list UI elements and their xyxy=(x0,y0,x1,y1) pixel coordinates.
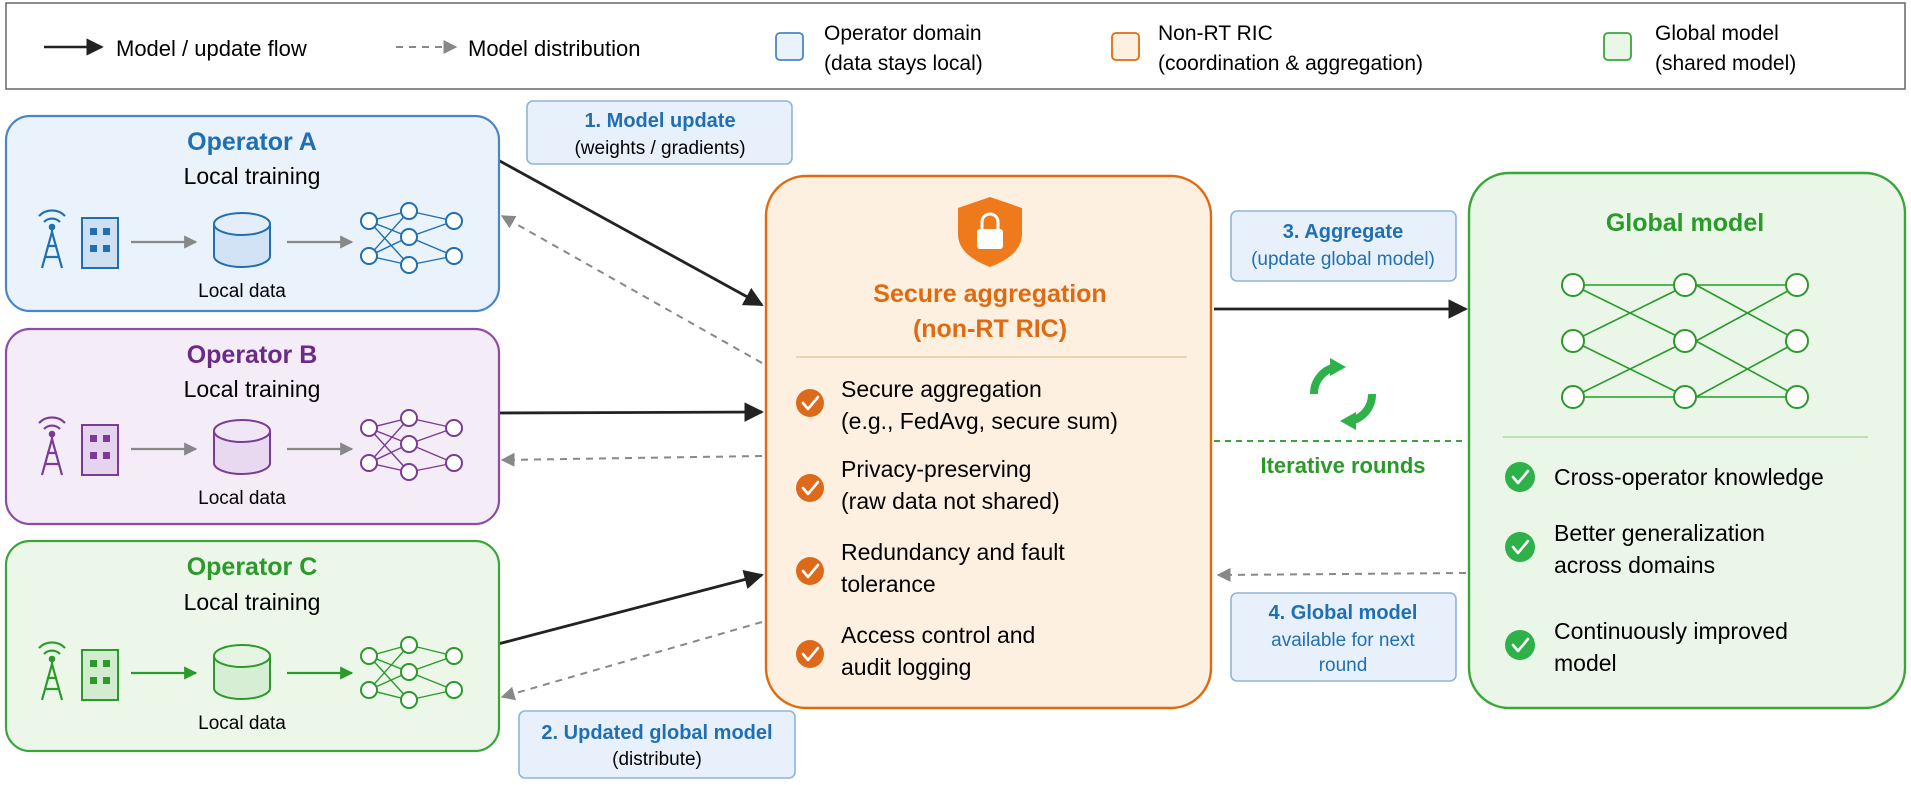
antenna-tower-icon xyxy=(38,209,66,269)
legend-ric-sub: (coordination & aggregation) xyxy=(1158,52,1423,75)
neural-network-icon xyxy=(360,202,463,274)
operator-b-subtitle: Local training xyxy=(184,376,321,402)
operator-a-box: Operator A Local training Local data xyxy=(4,114,501,313)
aggregator-item-line2: (e.g., FedAvg, secure sum) xyxy=(841,408,1118,434)
callout-global-available-title: 4. Global model xyxy=(1269,602,1418,624)
legend: Model / update flow Model distribution O… xyxy=(5,2,1906,90)
building-icon xyxy=(81,649,119,701)
flow-arrows xyxy=(497,158,1468,701)
aggregator-item: Redundancy and fault tolerance xyxy=(796,539,1065,597)
callout-global-available: 4. Global model available for next round xyxy=(1230,592,1457,682)
callout-global-available-line3: round xyxy=(1319,655,1368,676)
neural-network-icon xyxy=(360,409,463,481)
global-item-line2: model xyxy=(1554,650,1617,676)
arrow-a-to-ric xyxy=(497,158,764,307)
callout-updated-global-sub: (distribute) xyxy=(612,749,702,770)
legend-operator-sub: (data stays local) xyxy=(824,52,983,75)
database-icon xyxy=(213,644,271,700)
global-item-line1: Cross-operator knowledge xyxy=(1554,464,1824,490)
legend-operator-swatch xyxy=(775,32,804,61)
operator-a-title: Operator A xyxy=(187,128,317,156)
aggregator-item-line1: Privacy-preserving xyxy=(841,456,1031,482)
callout-model-update-title: 1. Model update xyxy=(584,110,735,132)
aggregator-item: Secure aggregation (e.g., FedAvg, secure… xyxy=(796,376,1118,434)
legend-frame xyxy=(5,2,1906,90)
building-icon xyxy=(81,424,119,476)
callout-updated-global: 2. Updated global model (distribute) xyxy=(518,710,796,779)
global-item: Continuously improved model xyxy=(1505,618,1788,676)
neural-network-icon xyxy=(360,636,463,709)
iterative-rounds-label: Iterative rounds xyxy=(1260,453,1425,478)
global-item: Cross-operator knowledge xyxy=(1505,462,1824,492)
arrow-c-to-ric xyxy=(497,569,764,646)
operator-b-box: Operator B Local training Local data xyxy=(4,327,501,526)
secure-aggregation-title: Secure aggregation xyxy=(873,280,1106,308)
operator-b-data-label: Local data xyxy=(198,488,286,509)
antenna-tower-icon xyxy=(38,416,66,476)
neural-network-icon xyxy=(1561,273,1809,409)
arrow-global-to-ric xyxy=(1216,567,1467,582)
operator-a-data-label: Local data xyxy=(198,281,286,302)
callout-aggregate-sub: (update global model) xyxy=(1251,249,1435,270)
callout-updated-global-title: 2. Updated global model xyxy=(541,722,772,744)
arrow-ric-to-c xyxy=(500,621,763,701)
secure-aggregation-box: Secure aggregation (non-RT RIC) Secure a… xyxy=(764,174,1213,710)
operator-c-data-label: Local data xyxy=(198,713,286,734)
aggregator-item-line1: Redundancy and fault xyxy=(841,539,1065,565)
refresh-icon xyxy=(1309,358,1377,430)
legend-solid-label: Model / update flow xyxy=(116,36,307,61)
database-icon xyxy=(213,212,271,268)
antenna-tower-icon xyxy=(38,641,66,701)
aggregator-item-line1: Access control and xyxy=(841,622,1035,648)
aggregator-item-line2: (raw data not shared) xyxy=(841,488,1060,514)
aggregator-item: Privacy-preserving (raw data not shared) xyxy=(796,456,1060,514)
callout-aggregate: 3. Aggregate (update global model) xyxy=(1230,210,1457,282)
callout-model-update-sub: (weights / gradients) xyxy=(574,138,745,159)
legend-global-swatch xyxy=(1603,32,1632,61)
aggregator-item-line1: Secure aggregation xyxy=(841,376,1042,402)
check-icon xyxy=(796,640,824,668)
callout-model-update: 1. Model update (weights / gradients) xyxy=(526,100,793,165)
legend-global-sub: (shared model) xyxy=(1655,52,1796,75)
operator-c-subtitle: Local training xyxy=(184,589,321,615)
global-item-line2: across domains xyxy=(1554,552,1715,578)
legend-ric-label: Non-RT RIC xyxy=(1158,22,1273,45)
operator-b-title: Operator B xyxy=(187,341,318,369)
check-icon xyxy=(796,389,824,417)
operator-c-title: Operator C xyxy=(187,553,318,581)
aggregator-item-line2: tolerance xyxy=(841,571,936,597)
check-icon xyxy=(796,557,824,585)
check-icon xyxy=(1505,462,1535,492)
legend-operator-label: Operator domain xyxy=(824,22,982,45)
legend-dashed-label: Model distribution xyxy=(468,36,640,61)
check-icon xyxy=(1505,532,1535,562)
callout-aggregate-title: 3. Aggregate xyxy=(1283,221,1403,243)
check-icon xyxy=(1505,630,1535,660)
arrow-b-to-ric xyxy=(497,402,764,422)
shield-lock-icon xyxy=(958,197,1022,267)
operator-a-subtitle: Local training xyxy=(184,163,321,189)
legend-ric-swatch xyxy=(1111,32,1140,61)
global-item-line1: Continuously improved xyxy=(1554,618,1788,644)
arrow-ric-to-a xyxy=(500,215,763,364)
global-model-box: Global model xyxy=(1467,171,1907,710)
global-model-title: Global model xyxy=(1606,209,1764,237)
callout-global-available-line2: available for next xyxy=(1271,630,1415,651)
database-icon xyxy=(213,419,271,475)
secure-aggregation-frame xyxy=(764,174,1213,710)
building-icon xyxy=(81,217,119,269)
check-icon xyxy=(796,474,824,502)
legend-global-label: Global model xyxy=(1655,22,1779,45)
aggregator-item: Access control and audit logging xyxy=(796,622,1035,680)
operator-c-box: Operator C Local training Local data xyxy=(4,539,501,753)
global-model-frame xyxy=(1467,171,1907,710)
arrow-ric-to-b xyxy=(500,452,763,467)
global-item-line1: Better generalization xyxy=(1554,520,1765,546)
aggregator-item-line2: audit logging xyxy=(841,654,971,680)
global-item: Better generalization across domains xyxy=(1505,520,1765,578)
secure-aggregation-subtitle: (non-RT RIC) xyxy=(913,315,1067,343)
